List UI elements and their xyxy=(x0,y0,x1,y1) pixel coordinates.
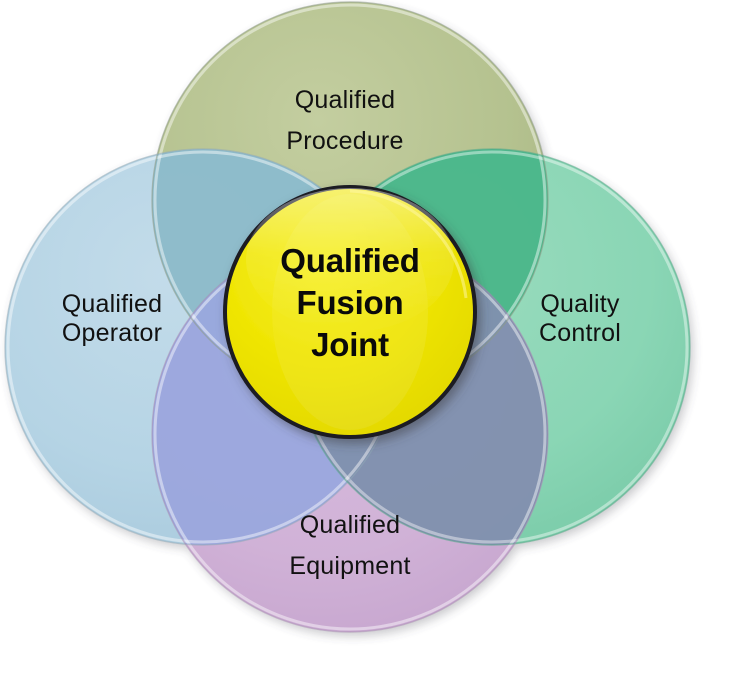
center-inner-sheen xyxy=(272,194,428,430)
center-rim-light xyxy=(349,189,468,299)
center-circle-group[interactable] xyxy=(223,185,477,439)
